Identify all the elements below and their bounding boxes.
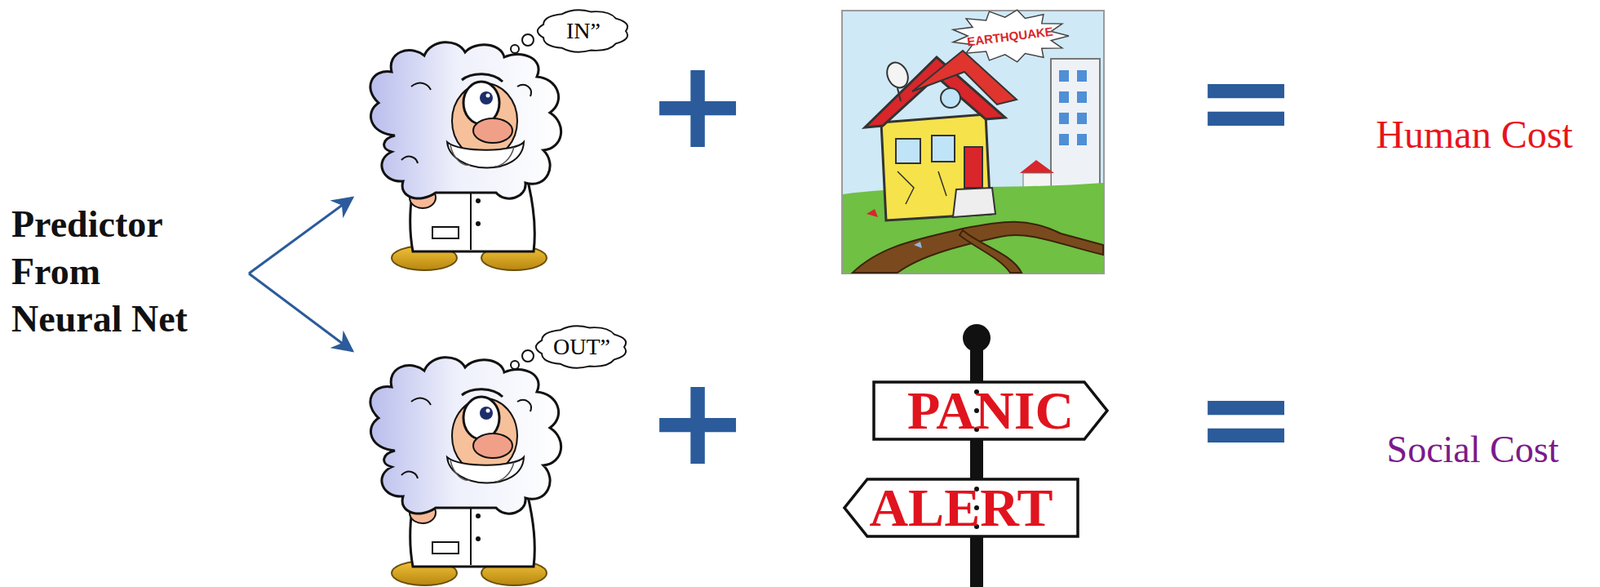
- node-text: IN”: [566, 19, 601, 43]
- sign-board: PANIC: [872, 380, 1109, 441]
- thought-dot: [522, 34, 534, 46]
- thought-bubble-shape: [536, 325, 626, 368]
- thought-dot: [522, 350, 534, 362]
- thought-dot: [510, 360, 519, 369]
- sign-board: ALERT: [842, 477, 1080, 538]
- side-title: Predictor From Neural Net: [11, 200, 204, 343]
- equals-sign: =: [1194, 356, 1298, 479]
- earthquake-picture: [842, 10, 1104, 274]
- plus-sign: +: [646, 43, 750, 166]
- node-text: ALERT: [868, 480, 1053, 535]
- fork-arrow: [248, 273, 353, 351]
- signpost-pole: [962, 323, 991, 587]
- thought-bubble: OUT”: [536, 323, 628, 370]
- result-text: Human Cost: [1375, 110, 1573, 159]
- node-text: OUT”: [553, 335, 611, 359]
- scientist-cartoon: [370, 357, 562, 586]
- earthquake-burst-shape: [952, 9, 1069, 63]
- thought-bubble-shape: [537, 9, 628, 52]
- result-text: Social Cost: [1387, 426, 1560, 472]
- fork-arrow: [248, 197, 353, 274]
- sign-board-shape: [873, 381, 1108, 439]
- thought-dot: [510, 44, 519, 54]
- scientist-cartoon: [370, 42, 562, 271]
- earthquake-burst: EARTHQUAKE: [951, 9, 1069, 63]
- sign-board-shape: [844, 478, 1078, 537]
- node-text: PANIC: [907, 383, 1074, 438]
- equals-sign: =: [1194, 39, 1298, 163]
- plus-sign: +: [646, 359, 750, 483]
- thought-bubble: IN”: [537, 8, 630, 54]
